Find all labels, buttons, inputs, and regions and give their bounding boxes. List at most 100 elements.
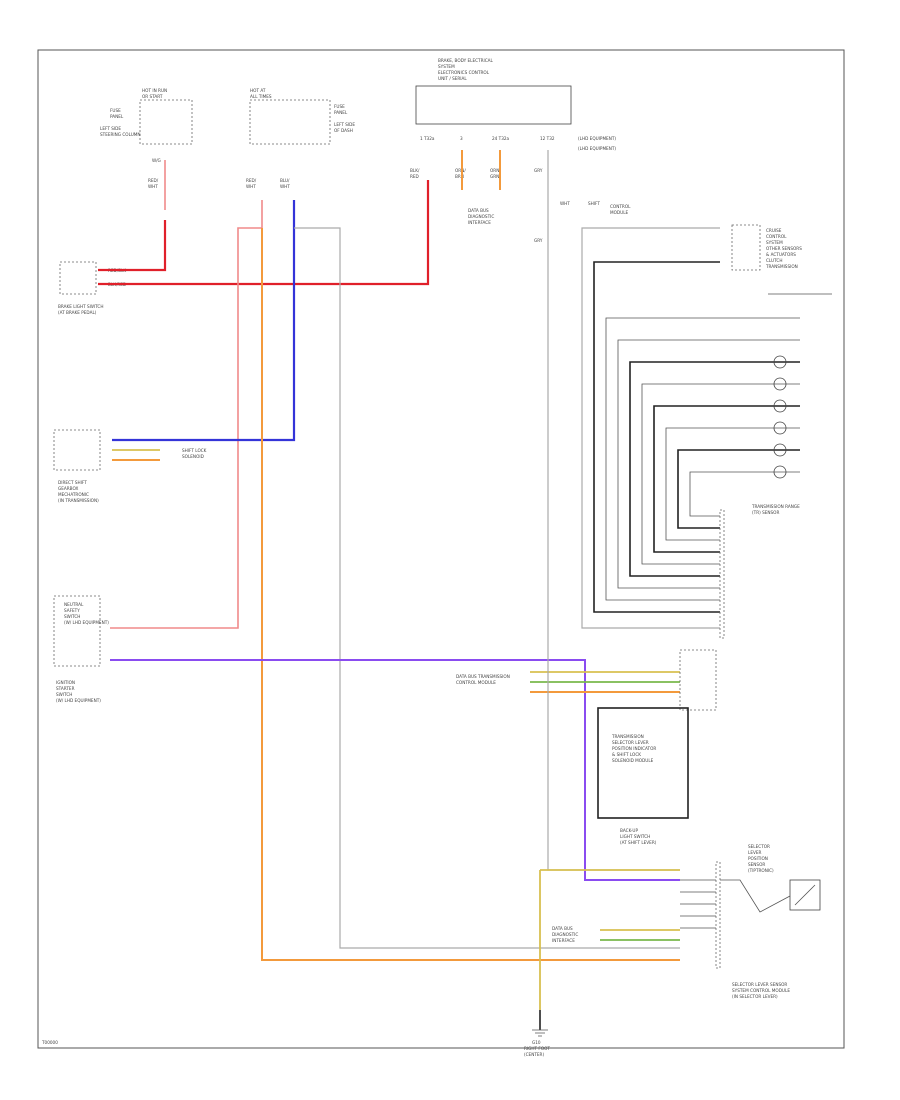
brake-switch-box <box>59 261 97 295</box>
svg-text:LEFT SIDE: LEFT SIDE <box>100 126 121 131</box>
svg-text:MODULE: MODULE <box>610 210 629 215</box>
bundle-7 <box>665 427 800 541</box>
svg-text:INTERFACE: INTERFACE <box>468 220 491 225</box>
svg-text:OF DASH: OF DASH <box>334 128 353 133</box>
svg-text:DIRECT SHIFT: DIRECT SHIFT <box>58 480 87 485</box>
bundle-3 <box>617 339 800 589</box>
right-top-box <box>731 224 761 271</box>
svg-text:SYSTEM: SYSTEM <box>766 240 783 245</box>
brake-switch-label: BRAKE LIGHT SWITCH (AT BRAKE PEDAL) <box>58 304 103 315</box>
svg-text:OTHER SENSORS: OTHER SENSORS <box>766 246 802 251</box>
svg-text:DATA BUS: DATA BUS <box>552 926 573 931</box>
diagram-frame <box>37 49 845 1049</box>
lamp-6 <box>773 465 787 479</box>
violet-wire-starter <box>110 659 680 881</box>
svg-text:SWITCH: SWITCH <box>56 692 72 697</box>
svg-text:OR START: OR START <box>142 94 163 99</box>
back-up-label: BACK-UP LIGHT SWITCH (AT SHIFT LEVER) <box>620 828 657 845</box>
svg-text:3: 3 <box>460 136 463 141</box>
svg-text:GRY: GRY <box>534 238 543 243</box>
svg-text:ORN/: ORN/ <box>490 168 501 173</box>
direct-shift-label: DIRECT SHIFT GEARBOX MECHATRONIC (IN TRA… <box>58 480 99 503</box>
svg-text:24 T32a: 24 T32a <box>492 136 510 141</box>
bundle-outer <box>581 227 720 629</box>
mid-fuse-panel <box>249 99 331 145</box>
bundle-1 <box>593 261 720 613</box>
svg-text:FUSE: FUSE <box>334 104 345 109</box>
brake-wire-red <box>98 220 167 272</box>
svg-text:SYSTEM CONTROL MODULE: SYSTEM CONTROL MODULE <box>732 988 790 993</box>
right-top-label: CRUISE CONTROL SYSTEM OTHER SENSORS & AC… <box>765 228 802 269</box>
svg-text:GEARBOX: GEARBOX <box>58 486 78 491</box>
lamp-1 <box>773 355 787 369</box>
red-wire-to-neutral <box>110 200 263 629</box>
sensor-right-box <box>789 879 821 911</box>
svg-text:SHIFT: SHIFT <box>588 201 600 206</box>
neutral-switch-label: NEUTRAL SAFETY SWITCH (W/ LHD EQUIPMENT) <box>64 602 109 625</box>
svg-text:G10: G10 <box>532 1040 541 1045</box>
bundle-8 <box>677 449 800 529</box>
svg-text:PANEL: PANEL <box>110 114 124 119</box>
svg-text:LEFT SIDE: LEFT SIDE <box>334 122 355 127</box>
lamp-4 <box>773 421 787 435</box>
tr-sensor-box <box>719 509 725 639</box>
svg-text:WHT: WHT <box>280 184 290 189</box>
svg-text:UNIT / SERIAL: UNIT / SERIAL <box>438 76 467 81</box>
lamp-3 <box>773 399 787 413</box>
mid-fuse-label: HOT AT ALL TIMES FUSE PANEL LEFT SIDE OF… <box>250 88 355 133</box>
orange-wire-main <box>261 228 680 961</box>
mid-right-label: TRANSMISSION SELECTOR LEVER POSITION IND… <box>611 734 656 763</box>
svg-text:BACK-UP: BACK-UP <box>620 828 638 833</box>
svg-text:SHIFT LOCK: SHIFT LOCK <box>182 448 207 453</box>
bottom-right-label: SELECTOR LEVER SENSOR SYSTEM CONTROL MOD… <box>732 982 790 999</box>
data-bus-label: DATA BUS DIAGNOSTIC INTERFACE <box>468 208 494 225</box>
svg-text:ORN/: ORN/ <box>455 168 466 173</box>
svg-text:NEUTRAL: NEUTRAL <box>64 602 84 607</box>
svg-text:(LHD EQUIPMENT): (LHD EQUIPMENT) <box>578 146 616 151</box>
svg-text:INTERFACE: INTERFACE <box>552 938 575 943</box>
gray-wire-fuse <box>294 227 680 949</box>
svg-text:ALL TIMES: ALL TIMES <box>250 94 272 99</box>
svg-text:12 T32: 12 T32 <box>540 136 555 141</box>
svg-text:RIGHT FOOT: RIGHT FOOT <box>524 1046 550 1051</box>
svg-text:DATA BUS: DATA BUS <box>468 208 489 213</box>
svg-text:IGNITION: IGNITION <box>56 680 75 685</box>
svg-text:STARTER: STARTER <box>56 686 75 691</box>
svg-text:POSITION INDICATOR: POSITION INDICATOR <box>612 746 656 751</box>
mid-right-module <box>679 649 717 711</box>
svg-text:(IN TRANSMISSION): (IN TRANSMISSION) <box>58 498 99 503</box>
svg-text:MECHATRONIC: MECHATRONIC <box>58 492 89 497</box>
svg-text:(TIPTRONIC): (TIPTRONIC) <box>748 868 774 873</box>
svg-text:CONTROL: CONTROL <box>610 204 631 209</box>
ground-symbol <box>532 1029 548 1037</box>
bundle-6 <box>653 405 800 553</box>
svg-text:(W/ LHD EQUIPMENT): (W/ LHD EQUIPMENT) <box>64 620 109 625</box>
svg-text:WHT: WHT <box>148 184 158 189</box>
svg-text:SELECTOR: SELECTOR <box>748 844 770 849</box>
svg-text:BLU/: BLU/ <box>280 178 290 183</box>
sensor-link <box>720 879 791 913</box>
svg-text:& SHIFT LOCK: & SHIFT LOCK <box>612 752 641 757</box>
svg-text:SELECTOR LEVER: SELECTOR LEVER <box>612 740 649 745</box>
bundle-5 <box>641 383 800 565</box>
svg-text:TRANSMISSION: TRANSMISSION <box>765 264 798 269</box>
svg-text:ELECTRONICS CONTROL: ELECTRONICS CONTROL <box>438 70 490 75</box>
svg-text:(LHD EQUIPMENT): (LHD EQUIPMENT) <box>578 136 616 141</box>
svg-text:BRAKE, BODY ELECTRICAL: BRAKE, BODY ELECTRICAL <box>438 58 494 63</box>
top-module-box <box>415 85 572 125</box>
svg-text:(AT SHIFT LEVER): (AT SHIFT LEVER) <box>620 840 657 845</box>
tr-sensor-label: TRANSMISSION RANGE (TR) SENSOR <box>751 504 800 515</box>
bundle-2 <box>605 317 800 601</box>
svg-text:SAFETY: SAFETY <box>64 608 80 613</box>
svg-text:(CENTER): (CENTER) <box>524 1052 544 1057</box>
svg-text:TRANSMISSION RANGE: TRANSMISSION RANGE <box>751 504 800 509</box>
left-fuse-panel <box>139 99 193 145</box>
svg-text:PANEL: PANEL <box>334 110 348 115</box>
svg-text:CRUISE: CRUISE <box>766 228 782 233</box>
neutral-switch-box <box>53 595 101 667</box>
svg-text:HOT IN RUN: HOT IN RUN <box>142 88 167 93</box>
svg-text:FUSE: FUSE <box>110 108 121 113</box>
top-module-label: BRAKE, BODY ELECTRICAL SYSTEM ELECTRONIC… <box>438 58 494 81</box>
svg-text:SENSOR: SENSOR <box>748 862 765 867</box>
